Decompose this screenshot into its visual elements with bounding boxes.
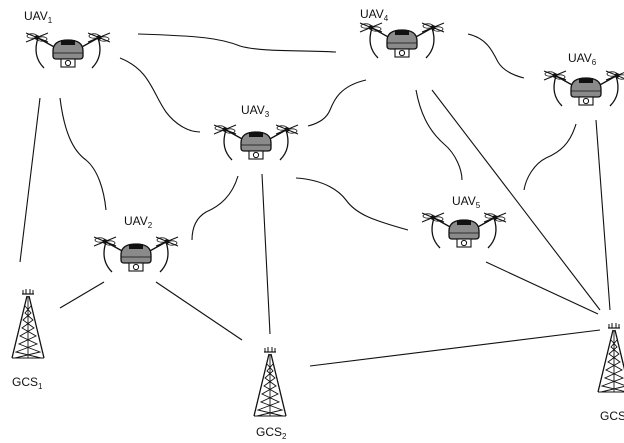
link-uav1-uav4 bbox=[137, 33, 337, 53]
gcs1-label: GCS1 bbox=[12, 375, 43, 391]
node-uav1: UAV1 bbox=[24, 9, 111, 69]
gcs3-label: GCS bbox=[600, 409, 624, 423]
link-uav4-uav6 bbox=[467, 33, 525, 79]
radio-tower-icon bbox=[11, 288, 45, 359]
link-uav3-uav2 bbox=[191, 175, 239, 241]
uav2-label: UAV2 bbox=[124, 214, 153, 230]
quadcopter-drone-icon bbox=[93, 236, 179, 273]
link-gcs2-gcs3 bbox=[309, 329, 601, 367]
links bbox=[19, 33, 611, 367]
quadcopter-drone-icon bbox=[421, 212, 507, 249]
radio-tower-icon bbox=[253, 346, 287, 417]
link-uav6-uav5 bbox=[523, 123, 577, 191]
quadcopter-drone-icon bbox=[213, 124, 299, 161]
node-uav2: UAV2 bbox=[93, 214, 179, 273]
link-uav3-gcs2 bbox=[261, 173, 271, 335]
node-uav4: UAV4 bbox=[359, 7, 445, 59]
link-uav1-gcs1 bbox=[19, 97, 41, 263]
node-gcs3: GCS bbox=[597, 322, 624, 423]
node-gcs1: GCS1 bbox=[11, 288, 45, 391]
quadcopter-drone-icon bbox=[359, 22, 445, 59]
node-uav3: UAV3 bbox=[213, 103, 299, 161]
gcs2-label: GCS2 bbox=[256, 425, 287, 441]
node-gcs2: GCS2 bbox=[253, 346, 287, 441]
link-uav2-gcs2 bbox=[155, 281, 243, 341]
node-uav6: UAV6 bbox=[543, 51, 624, 107]
node-uav5: UAV5 bbox=[421, 194, 507, 249]
uav3-label: UAV3 bbox=[241, 103, 270, 119]
link-uav2-gcs1 bbox=[59, 281, 105, 309]
link-uav3-uav5 bbox=[295, 177, 409, 231]
uav4-label: UAV4 bbox=[360, 7, 389, 23]
link-uav1-uav2 bbox=[59, 97, 107, 211]
radio-tower-icon bbox=[597, 322, 624, 393]
uav1-label: UAV1 bbox=[24, 9, 53, 25]
link-uav4-uav5 bbox=[415, 89, 463, 181]
link-uav5-gcs3 bbox=[485, 261, 599, 315]
uav5-label: UAV5 bbox=[452, 194, 481, 210]
link-uav6-gcs3 bbox=[595, 119, 611, 311]
quadcopter-drone-icon bbox=[543, 70, 624, 107]
link-uav4-gcs3 bbox=[431, 89, 601, 311]
uav6-label: UAV6 bbox=[568, 51, 597, 67]
quadcopter-drone-icon bbox=[25, 32, 111, 69]
link-uav4-uav3 bbox=[307, 79, 367, 127]
link-uav1-uav3 bbox=[119, 57, 201, 133]
